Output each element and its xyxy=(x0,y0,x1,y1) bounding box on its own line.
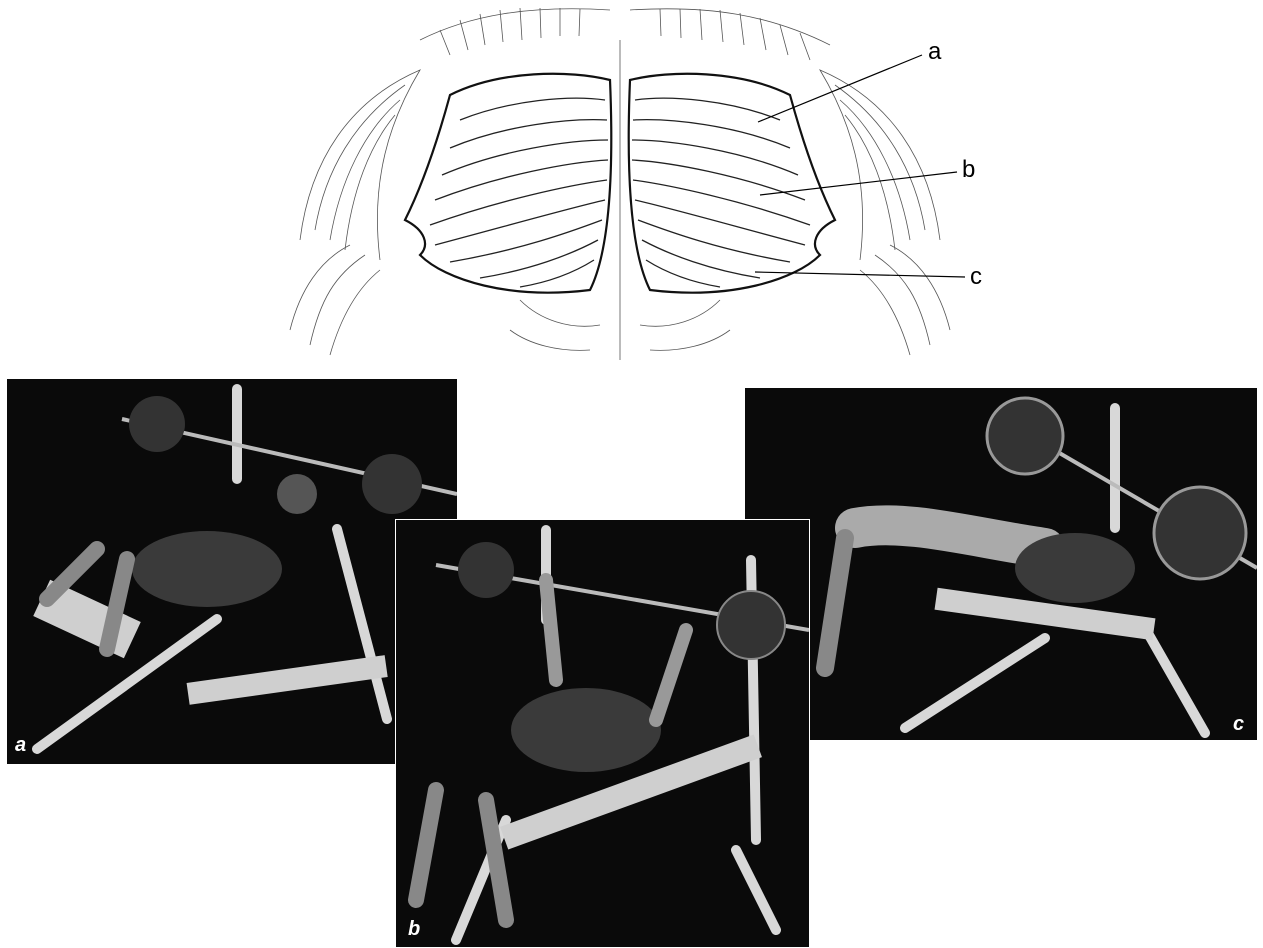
incline-press-illustration xyxy=(7,379,457,764)
photo-incline-press: a xyxy=(7,379,457,764)
photo-label-a: a xyxy=(15,734,26,757)
photo-label-c: c xyxy=(1233,713,1244,736)
flat-press-illustration xyxy=(396,520,809,947)
photo-label-b: b xyxy=(408,918,420,941)
photo-flat-press: b xyxy=(395,519,810,948)
decline-press-illustration xyxy=(745,388,1257,740)
chest-muscle-diagram xyxy=(270,0,970,362)
label-b: b xyxy=(962,158,975,182)
label-c: c xyxy=(970,265,982,289)
label-a: a xyxy=(928,40,941,64)
photo-decline-press: c xyxy=(745,388,1257,740)
